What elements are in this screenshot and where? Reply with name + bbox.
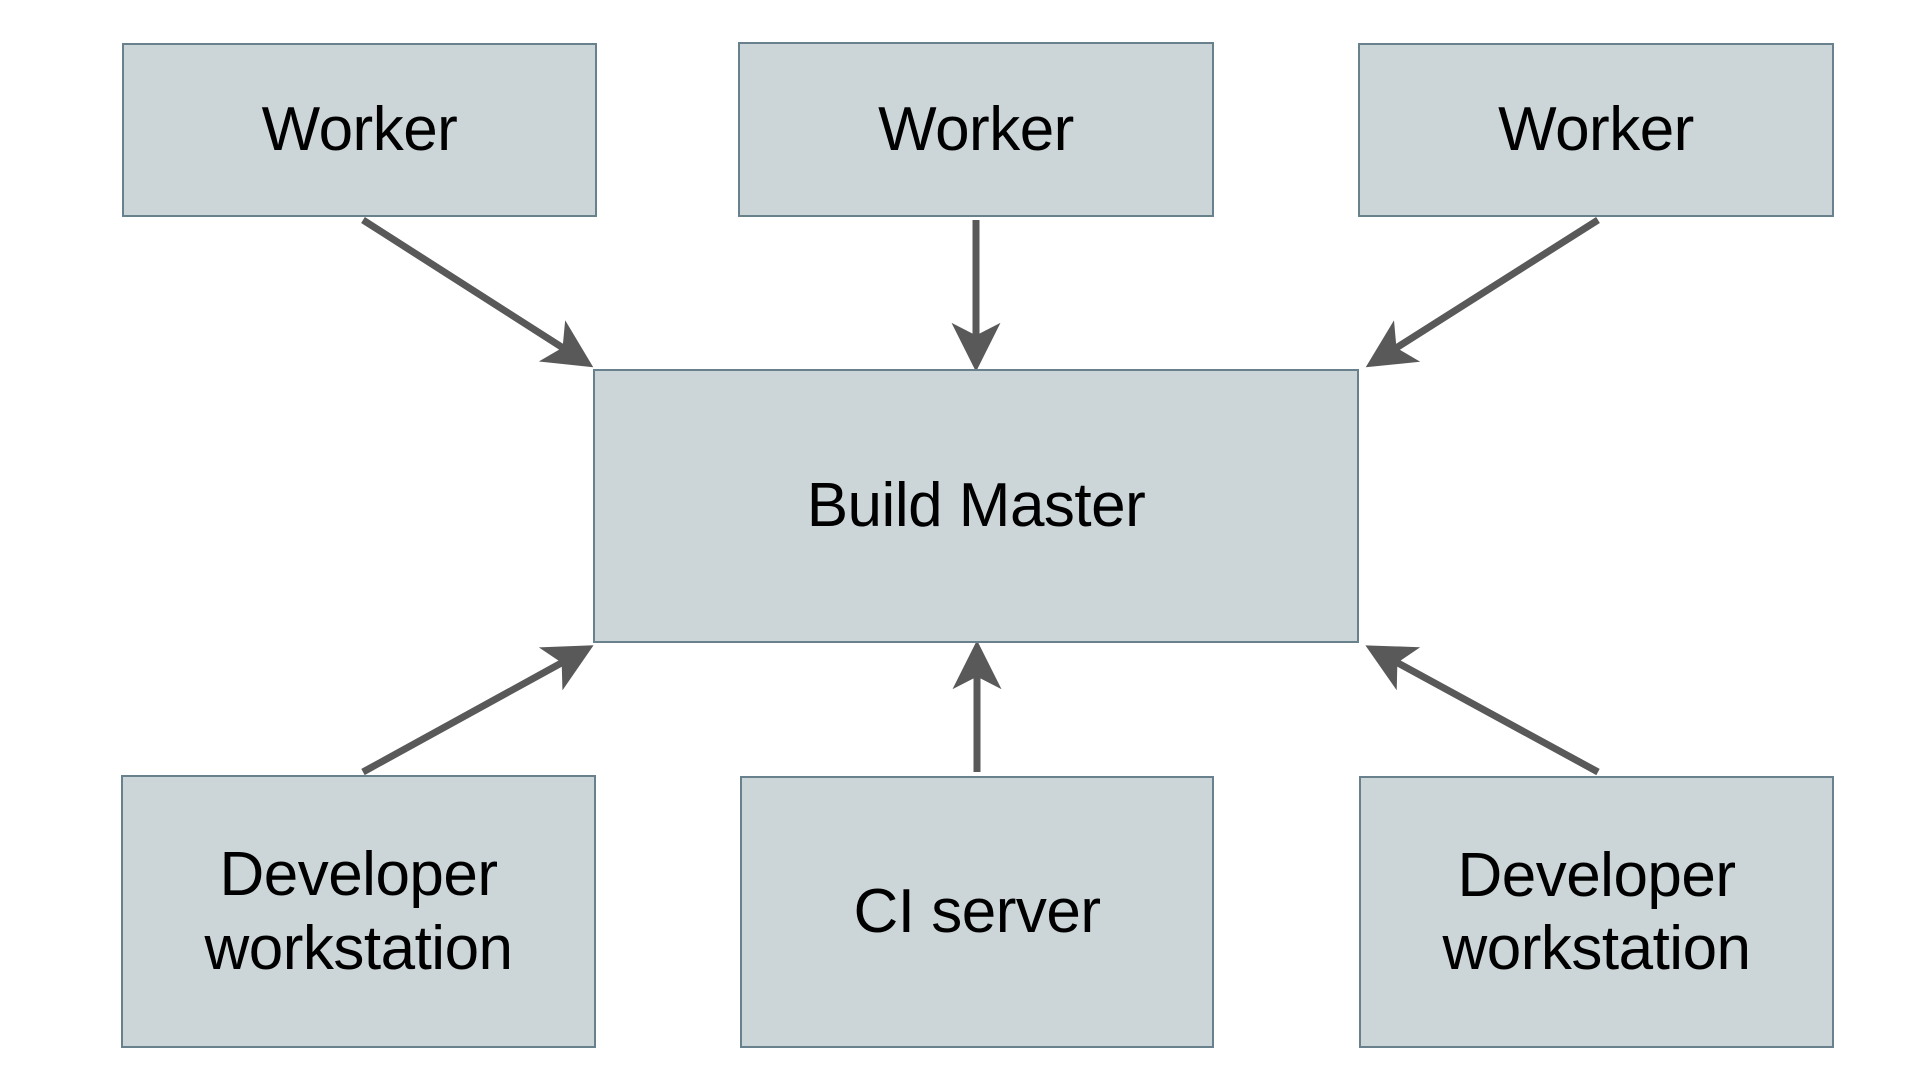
node-developer-workstation-left[interactable]: Developer workstation xyxy=(121,775,596,1048)
node-worker-right[interactable]: Worker xyxy=(1358,43,1834,217)
node-developer-workstation-right[interactable]: Developer workstation xyxy=(1359,776,1834,1048)
node-worker-left[interactable]: Worker xyxy=(122,43,597,217)
edge-dev-left-to-master xyxy=(361,645,594,776)
edge-worker-left-to-master xyxy=(361,217,594,368)
node-developer-workstation-right-label: Developer workstation xyxy=(1442,840,1751,983)
node-worker-mid[interactable]: Worker xyxy=(738,42,1214,217)
edge-worker-right-to-master xyxy=(1365,217,1600,368)
node-worker-right-label: Worker xyxy=(1498,95,1694,165)
node-build-master[interactable]: Build Master xyxy=(593,369,1359,643)
edge-dev-right-to-master xyxy=(1365,645,1600,776)
node-ci-server[interactable]: CI server xyxy=(740,776,1214,1048)
node-worker-mid-label: Worker xyxy=(878,94,1074,164)
node-worker-left-label: Worker xyxy=(261,95,458,165)
node-developer-workstation-left-label: Developer workstation xyxy=(204,840,513,983)
node-ci-server-label: CI server xyxy=(853,877,1101,947)
node-build-master-label: Build Master xyxy=(806,471,1146,541)
